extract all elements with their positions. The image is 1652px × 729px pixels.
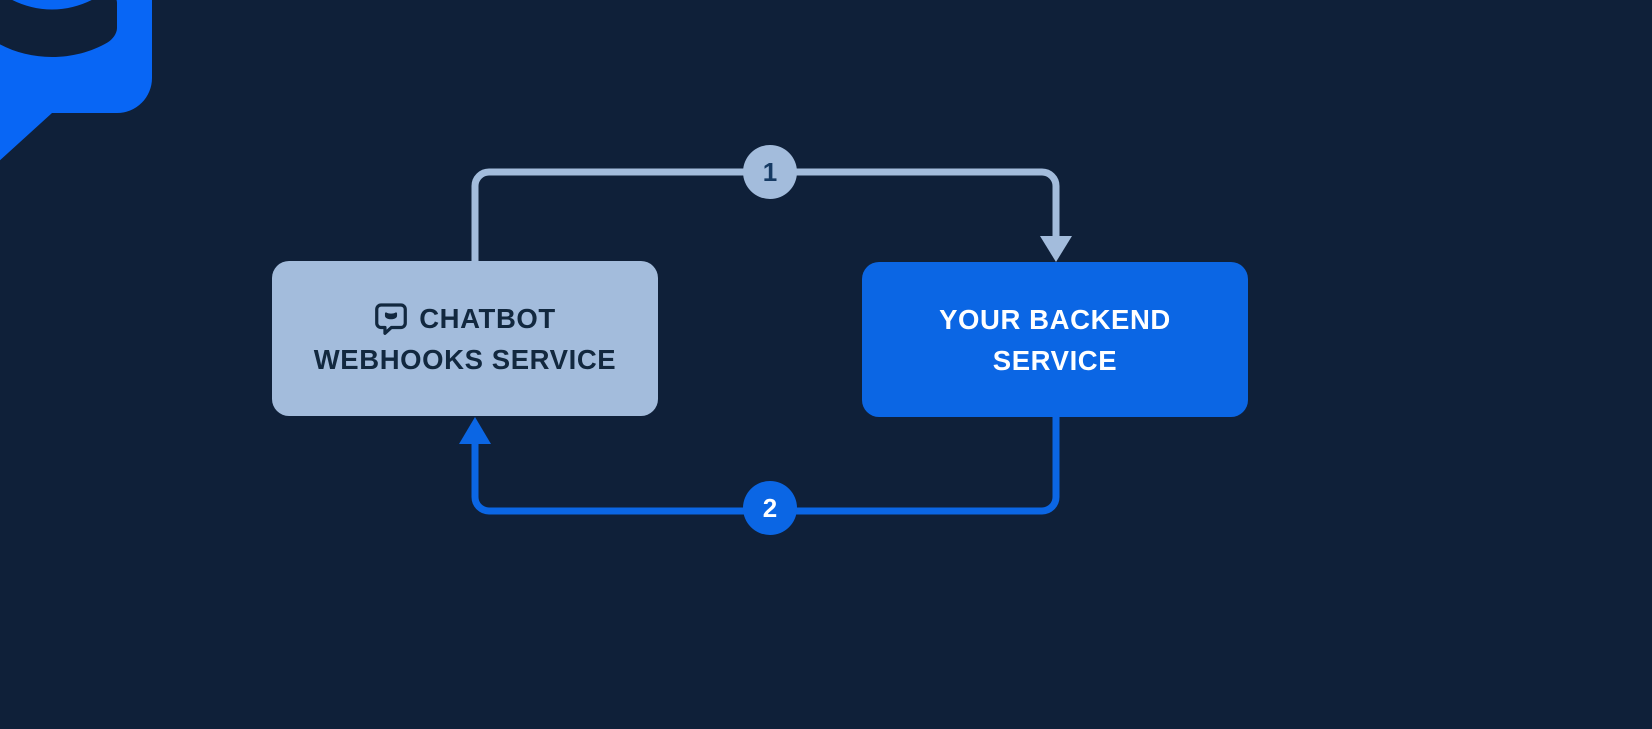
node-your-backend-service[interactable]: YOUR BACKEND SERVICE [862,262,1248,417]
node-backend-label-line2: SERVICE [992,344,1118,376]
step-badge-1-label: 1 [762,156,778,187]
node-chatbot-webhooks-service[interactable]: CHATBOT WEBHOOKS SERVICE [272,261,658,416]
step-badge-1[interactable]: 1 [743,145,797,199]
node-title-line-1: CHATBOT [374,298,556,339]
chatbot-bubble-icon [375,303,408,335]
node-webhooks-label-line1: CHATBOT [419,302,556,334]
node-backend-label-line1: YOUR BACKEND [939,303,1171,335]
step-badge-2-label: 2 [762,492,778,523]
node-webhooks-label-line2: WEBHOOKS SERVICE [313,343,617,375]
step-badge-2[interactable]: 2 [743,481,797,535]
